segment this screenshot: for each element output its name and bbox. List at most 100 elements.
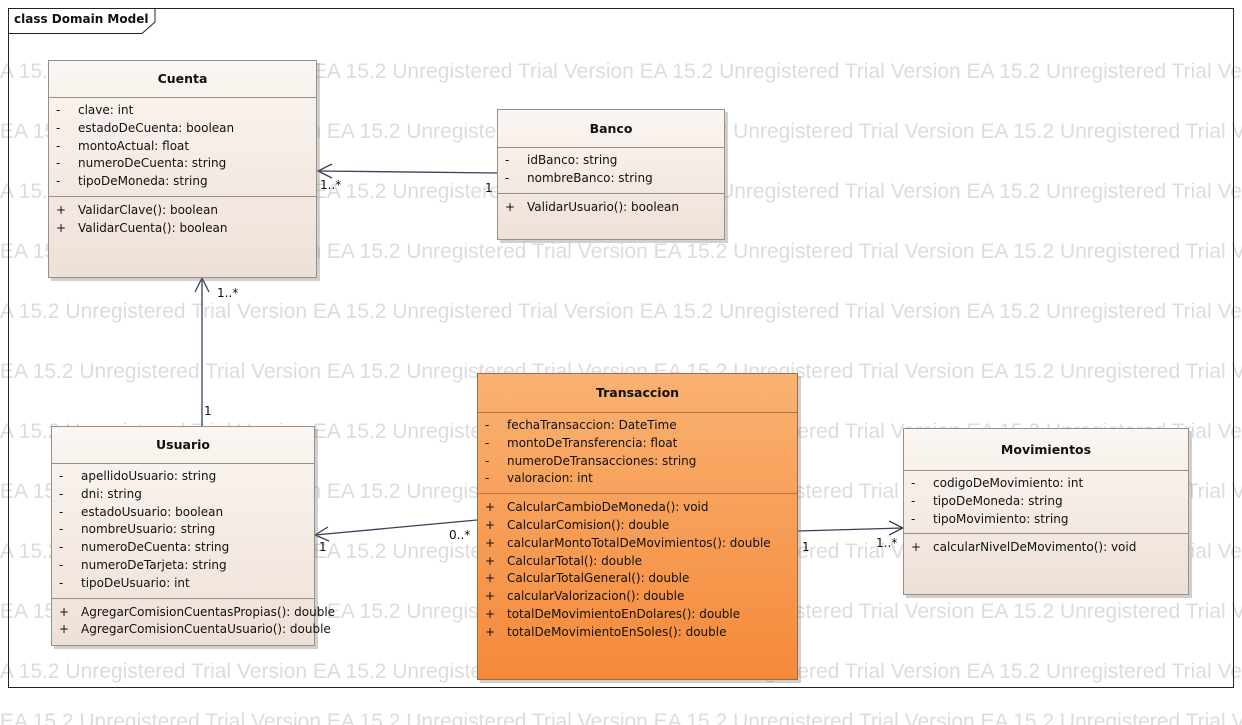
class-attribute: -tipoDeMoneda: string: [49, 173, 316, 191]
class-attribute: -tipoDeUsuario: int: [52, 575, 314, 593]
visibility-marker: -: [485, 471, 490, 486]
class-operation-text: AgregarComisionCuentaUsuario(): double: [81, 622, 331, 637]
class-operation-text: calcularMontoTotalDeMovimientos(): doubl…: [507, 535, 771, 550]
class-operation-text: ValidarCuenta(): boolean: [78, 220, 228, 235]
class-operation-text: ValidarUsuario(): boolean: [527, 199, 680, 214]
class-operation-text: calcularNivelDeMovimento(): void: [933, 540, 1137, 555]
mult-banco-cuenta-target: 1..*: [320, 178, 342, 192]
class-operation: + calcularNivelDeMovimento(): void: [904, 539, 1188, 557]
visibility-marker: +: [485, 589, 496, 604]
class-operations: + ValidarClave(): boolean +ValidarCuenta()…: [49, 197, 316, 242]
class-title: Banco: [498, 110, 724, 148]
class-attribute: -tipoMovimiento: string: [904, 511, 1188, 529]
class-operation-text: ValidarClave(): boolean: [78, 202, 218, 217]
class-attribute: - montoActual: float: [49, 138, 316, 156]
frame-tab: [8, 8, 156, 34]
arrowhead-usuario: [313, 526, 330, 542]
arrowhead-cuenta-from-usuario: [194, 276, 210, 293]
class-attribute-text: valoracion: int: [507, 471, 593, 486]
class-cuenta[interactable]: Cuenta -clave: int-estadoDeCuenta: boole…: [48, 60, 317, 278]
class-operation-text: totalDeMovimientoEnDolares(): double: [507, 606, 741, 621]
class-attribute: - codigoDeMovimiento: int: [904, 475, 1188, 493]
class-operation-text: AgregarComisionCuentasPropias(): double: [81, 604, 336, 619]
assoc-transaccion-usuario: [314, 519, 478, 536]
class-operation: +totalDeMovimientoEnSoles(): double: [478, 624, 797, 642]
watermark-line: EA 15.2 Unregistered Trial Version EA 15…: [0, 710, 1242, 725]
class-attributes: -apellidoUsuario: string-dni: string-est…: [52, 464, 314, 599]
class-operation: +AgregarComisionCuentaUsuario(): double: [52, 621, 331, 639]
visibility-marker: -: [56, 138, 61, 153]
class-attribute: -fechaTransaccion: DateTime: [478, 417, 797, 435]
class-attribute-text: codigoDeMovimiento: int: [933, 476, 1084, 490]
diagram-frame: [8, 8, 1234, 688]
visibility-marker: +: [911, 540, 922, 555]
visibility-marker: -: [505, 153, 510, 167]
visibility-marker: +: [485, 571, 496, 586]
visibility-marker: -: [59, 575, 64, 590]
visibility-marker: -: [911, 511, 916, 526]
watermark-line: A 15.2 Unregistered Trial Version EA 15.…: [0, 300, 1242, 323]
class-operation: + calcularMontoTotalDeMovimientos(): doub…: [478, 535, 797, 553]
class-operation-text: CalcularTotal(): double: [507, 553, 643, 568]
visibility-marker: -: [911, 476, 916, 490]
class-attribute: - idBanco: string: [498, 152, 724, 170]
class-operation-text: totalDeMovimientoEnSoles(): double: [507, 624, 727, 639]
visibility-marker: -: [59, 486, 64, 501]
visibility-marker: -: [59, 522, 64, 537]
class-attribute: - montoDeTransferencia: float: [478, 435, 797, 453]
mult-banco-cuenta-source: 1: [485, 181, 493, 195]
visibility-marker: -: [505, 170, 510, 185]
class-attribute: -numeroDeCuenta: string: [49, 155, 316, 173]
assoc-banco-cuenta: [317, 170, 499, 174]
mult-transaccion-usuario-target: 1: [319, 540, 327, 554]
class-attribute-text: fechaTransaccion: DateTime: [507, 418, 677, 432]
class-operations: +AgregarComisionCuentasPropias(): double…: [52, 599, 335, 644]
visibility-marker: -: [59, 557, 64, 572]
visibility-marker: +: [56, 202, 67, 217]
class-operation: +CalcularTotal(): double: [478, 553, 797, 571]
class-attribute-text: numeroDeTarjeta: string: [81, 557, 227, 572]
class-attributes: -fechaTransaccion: DateTime-montoDeTrans…: [478, 413, 797, 495]
class-attribute: -numeroDeTransacciones: string: [478, 453, 797, 471]
class-operation: + ValidarUsuario(): boolean: [498, 199, 724, 217]
class-operation: + CalcularCambioDeMoneda(): void: [478, 499, 797, 517]
class-transaccion[interactable]: Transaccion -fechaTransaccion: DateTime-…: [477, 373, 798, 680]
class-attribute: -numeroDeCuenta: string: [52, 539, 314, 557]
class-title: Usuario: [52, 427, 314, 464]
mult-usuario-cuenta-target: 1..*: [217, 286, 239, 300]
mult-usuario-cuenta-source: 1: [204, 404, 212, 418]
class-title: Transaccion: [478, 374, 797, 413]
visibility-marker: +: [485, 606, 496, 621]
class-operation: +ValidarCuenta(): boolean: [49, 220, 316, 238]
class-movimientos[interactable]: Movimientos -codigoDeMovimiento: int-tip…: [903, 428, 1189, 595]
class-banco[interactable]: Banco - idBanco: string - nombreBanco: stri…: [497, 109, 725, 240]
class-attribute-text: numeroDeCuenta: string: [81, 540, 230, 555]
class-operations: + calcularNivelDeMovimento(): void: [904, 534, 1188, 561]
mult-transaccion-movimientos-target: 1..*: [876, 536, 898, 550]
class-attribute-text: montoDeTransferencia: float: [507, 435, 678, 450]
visibility-marker: +: [485, 535, 496, 550]
assoc-transaccion-movimientos: [797, 527, 904, 532]
class-attribute: -estadoDeCuenta: boolean: [49, 120, 316, 138]
visibility-marker: -: [485, 435, 490, 450]
class-attribute-text: estadoUsuario: boolean: [81, 504, 224, 519]
class-attributes: - idBanco: string - nombreBanco: string: [498, 148, 724, 194]
class-attribute-text: montoActual: float: [78, 138, 190, 153]
class-operation-text: CalcularCambioDeMoneda(): void: [507, 500, 709, 515]
visibility-marker: -: [59, 504, 64, 519]
class-attribute: -dni: string: [52, 486, 314, 504]
class-attribute: - estadoUsuario: boolean: [52, 504, 314, 522]
class-attribute-text: estadoDeCuenta: boolean: [78, 120, 235, 135]
class-operation-text: CalcularTotalGeneral(): double: [507, 571, 690, 586]
class-usuario[interactable]: Usuario -apellidoUsuario: string-dni: st…: [51, 426, 335, 646]
class-operation-text: CalcularComision(): double: [507, 517, 670, 532]
class-attribute-text: nombreBanco: string: [527, 170, 653, 185]
class-attribute-text: nombreUsuario: string: [81, 522, 216, 537]
visibility-marker: +: [505, 199, 516, 214]
class-attribute: -clave: int: [49, 102, 316, 120]
visibility-marker: +: [485, 500, 496, 515]
class-operation: + CalcularTotalGeneral(): double: [478, 570, 797, 588]
class-attribute-text: idBanco: string: [527, 153, 618, 167]
class-attribute: - valoracion: int: [478, 470, 797, 488]
class-attribute: - nombreUsuario: string: [52, 521, 314, 539]
